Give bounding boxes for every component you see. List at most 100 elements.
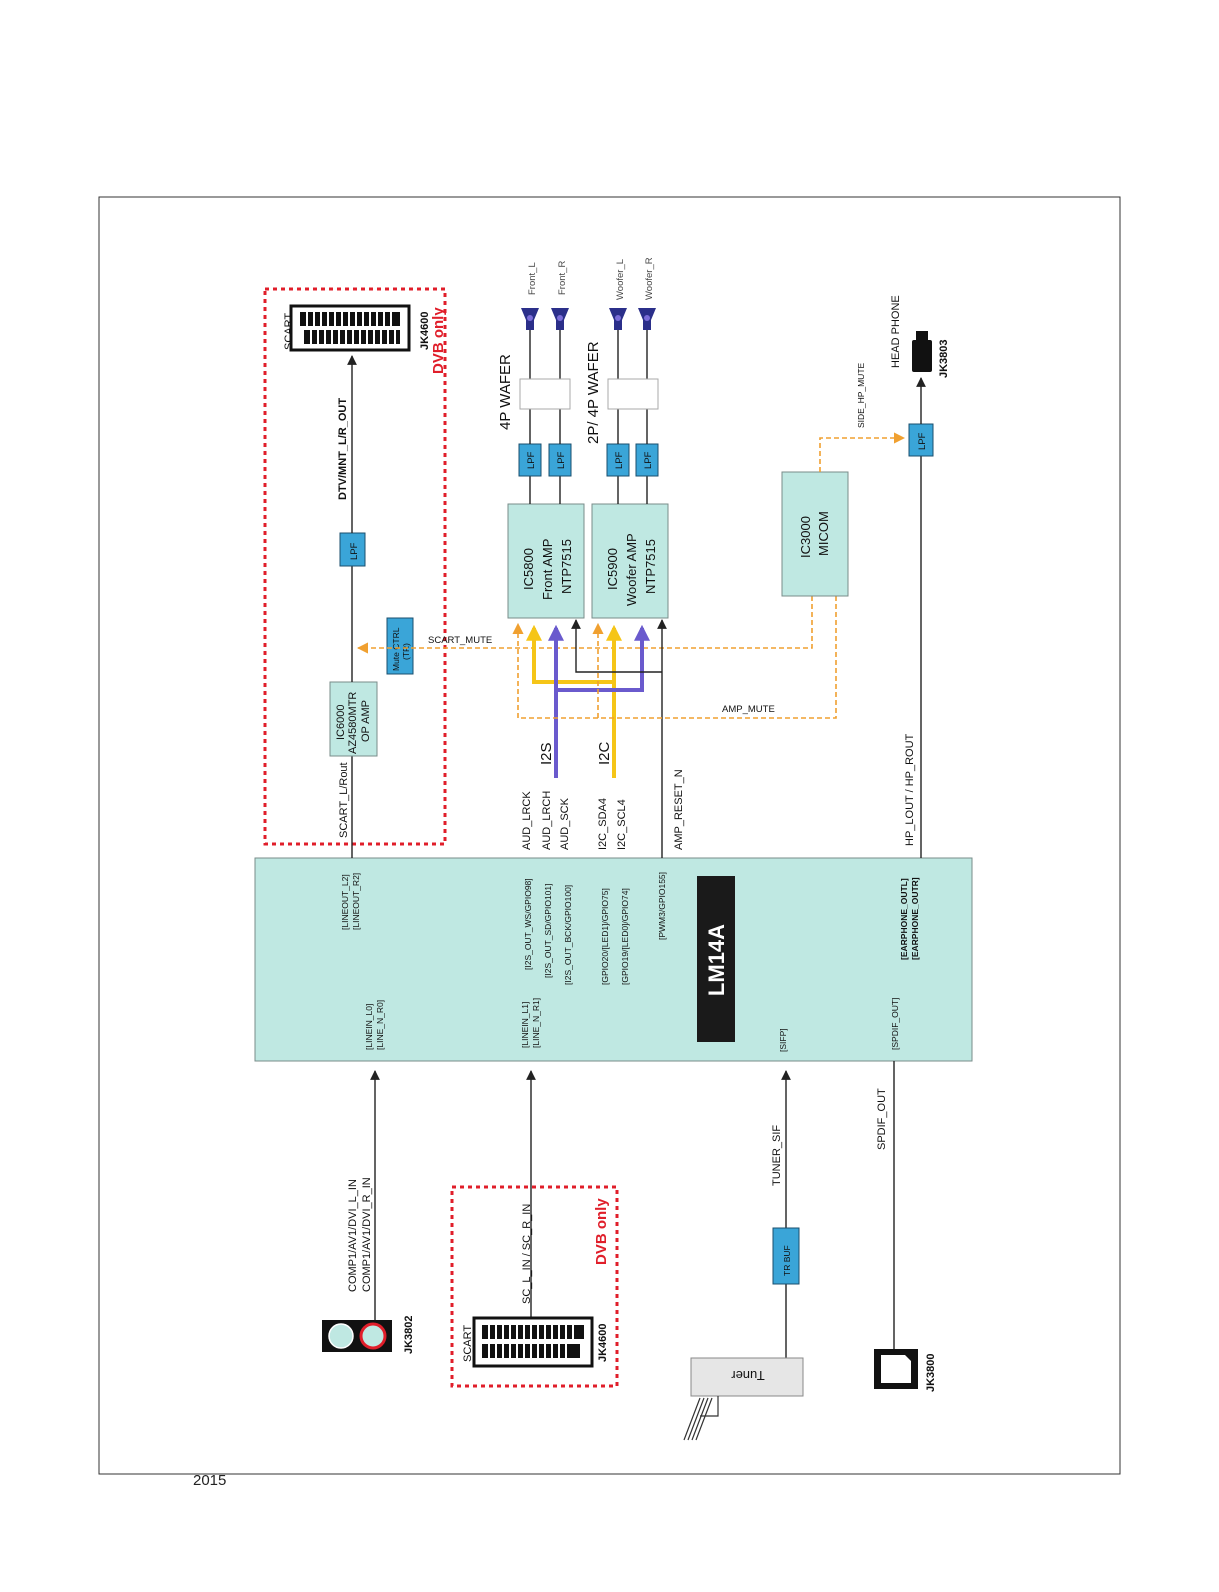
pin-linein0-r: [LINE_N_R0] — [375, 1000, 385, 1050]
mute-ctrl-block — [386, 617, 414, 675]
pin-i2s-ws: [I2S_OUT_WS/GPIO98] — [523, 878, 533, 970]
op-amp-line3: OP AMP — [360, 700, 372, 742]
wafers — [519, 330, 659, 444]
signal-scart-lrout: SCART_L/Rout — [338, 762, 350, 838]
signal-aud-lrck: AUD_LRCK — [521, 791, 533, 850]
front-amp-line2: Front AMP — [540, 539, 555, 600]
signal-amp-mute: AMP_MUTE — [722, 704, 775, 715]
dvb-only-region-top — [263, 287, 447, 846]
speaker-front-r: Front_R — [557, 261, 568, 295]
signal-aud-lrch: AUD_LRCH — [541, 791, 553, 850]
lpf-woofer-l-label: LPF — [614, 451, 625, 469]
woofer-amp-line1: IC5900 — [605, 548, 620, 590]
speaker-woofer-r: Woofer_R — [644, 257, 655, 300]
signal-dtv-mnt: DTV/MNT_L/R_OUT — [337, 398, 349, 500]
tuner-block — [690, 1357, 804, 1397]
main-chip-block — [254, 857, 973, 1062]
bus-i2c-label: I2C — [596, 741, 613, 765]
scart-out-dvb-note: DVB only — [430, 307, 447, 374]
front-amp-block — [507, 503, 585, 619]
wire-side-hp-mute — [819, 432, 906, 472]
bus-i2s-front — [554, 624, 650, 778]
pin-linein1-l: [LINEIN_L1] — [520, 1002, 530, 1048]
bus-i2s-label: I2S — [538, 742, 555, 765]
woofer-amp-block — [591, 503, 669, 619]
mute-ctrl-line2: (TR) — [401, 643, 411, 660]
scart-in-label: SCART — [462, 1325, 474, 1362]
wire-scart-mute — [356, 596, 813, 654]
jk3802-label: JK3802 — [403, 1315, 415, 1354]
op-amp-line1: IC6000 — [335, 705, 347, 740]
lpf-scart-label: LPF — [349, 542, 360, 560]
woofer-amp-line2: Woofer AMP — [624, 533, 639, 606]
scart-in-dvb-note: DVB only — [593, 1198, 610, 1265]
signal-side-hp-mute: SIDE_HP_MUTE — [856, 362, 866, 428]
mute-ctrl-line1: Mute CTRL — [391, 627, 401, 671]
pin-pwm3: [PWM3/GPIO155] — [657, 872, 667, 940]
signal-tuner-sif: TUNER_SIF — [771, 1125, 783, 1186]
lpf-front-r-label: LPF — [556, 451, 567, 469]
scart-out-ref: JK4600 — [419, 311, 431, 350]
footer-year: 2015 — [193, 1472, 227, 1489]
signal-comp-in-l: COMP1/AV1/DVI_L_IN — [347, 1179, 359, 1292]
jk3803-label: JK3803 — [938, 339, 950, 378]
tuner-label: Tuner — [731, 1368, 765, 1383]
pin-earphone-r: [EARPHONE_OUTR] — [910, 877, 920, 960]
pin-i2s-sd: [I2S_OUT_SD/GPIO101] — [543, 884, 553, 978]
front-amp-line1: IC5800 — [521, 548, 536, 590]
optical-jack-icon — [874, 1349, 918, 1389]
wire-amp-mute — [512, 596, 837, 719]
signal-i2c-scl: I2C_SCL4 — [616, 799, 628, 850]
rca-jack-icon — [322, 1320, 392, 1352]
pin-gpio20: [GPIO20/[LED1]/GPIO75] — [600, 888, 610, 985]
speaker-icons — [521, 308, 656, 330]
micom-line1: IC3000 — [798, 516, 813, 558]
main-chip-label-box — [697, 876, 735, 1042]
signal-spdif-out: SPDIF_OUT — [876, 1088, 888, 1150]
op-amp-block — [329, 681, 378, 757]
amp-lpfs — [518, 443, 659, 504]
micom-block — [781, 471, 849, 597]
headphone-jack-icon — [912, 331, 932, 372]
scart-out-connector — [289, 304, 411, 352]
lpf-headphone-label: LPF — [917, 432, 928, 450]
dvb-only-region-bottom — [450, 1185, 619, 1388]
pin-lineout-r: [LINEOUT_R2] — [351, 873, 361, 930]
wafer-2p4p-label: 2P/ 4P WAFER — [585, 341, 602, 444]
main-chip-label: LM14A — [704, 924, 729, 996]
pin-i2s-bck: [I2S_OUT_BCK/GPIO100] — [563, 885, 573, 985]
speaker-front-l: Front_L — [527, 262, 538, 295]
signal-scart-mute: SCART_MUTE — [428, 635, 492, 646]
pin-lineout-l: [LINEOUT_L2] — [340, 874, 350, 930]
signal-aud-sck: AUD_SCK — [559, 797, 571, 850]
scart-in-connector — [472, 1316, 594, 1368]
op-amp-line2: AZ4580MTR — [347, 692, 359, 754]
signal-comp-in-r: COMP1/AV1/DVI_R_IN — [361, 1177, 373, 1292]
jk3800-label: JK3800 — [925, 1353, 937, 1392]
scart-in-ref: JK4600 — [597, 1323, 609, 1362]
headphone-label: HEAD PHONE — [890, 295, 902, 368]
wire-amp-reset-front — [571, 619, 662, 673]
signal-sc-in: SC_L_IN / SC_R_IN — [521, 1204, 533, 1304]
tr-buf-block — [772, 1227, 800, 1285]
front-amp-line3: NTP7515 — [559, 539, 574, 594]
bus-i2c-front — [526, 624, 616, 778]
signal-amp-reset: AMP_RESET_N — [673, 769, 685, 850]
scart-out-label: SCART — [283, 313, 295, 350]
antenna-icon — [683, 1396, 719, 1441]
woofer-amp-line3: NTP7515 — [643, 539, 658, 594]
pin-linein1-r: [LINE_N_R1] — [531, 998, 541, 1048]
tr-buf-label: TR BUF — [782, 1245, 792, 1276]
signal-i2c-sda: I2C_SDA4 — [597, 798, 609, 850]
pin-sifp: [SIFP] — [778, 1028, 788, 1052]
lpf-woofer-r-label: LPF — [643, 451, 654, 469]
pin-linein0-l: [LINEIN_L0] — [364, 1004, 374, 1050]
signal-hp-out: HP_LOUT / HP_ROUT — [904, 733, 916, 846]
wafer-4p-label: 4P WAFER — [497, 354, 514, 430]
pin-spdif: [SPDIF_OUT] — [890, 998, 900, 1050]
speaker-woofer-l: Woofer_L — [615, 259, 626, 300]
diagram-frame — [98, 196, 1121, 1475]
lpf-front-l-label: LPF — [526, 451, 537, 469]
